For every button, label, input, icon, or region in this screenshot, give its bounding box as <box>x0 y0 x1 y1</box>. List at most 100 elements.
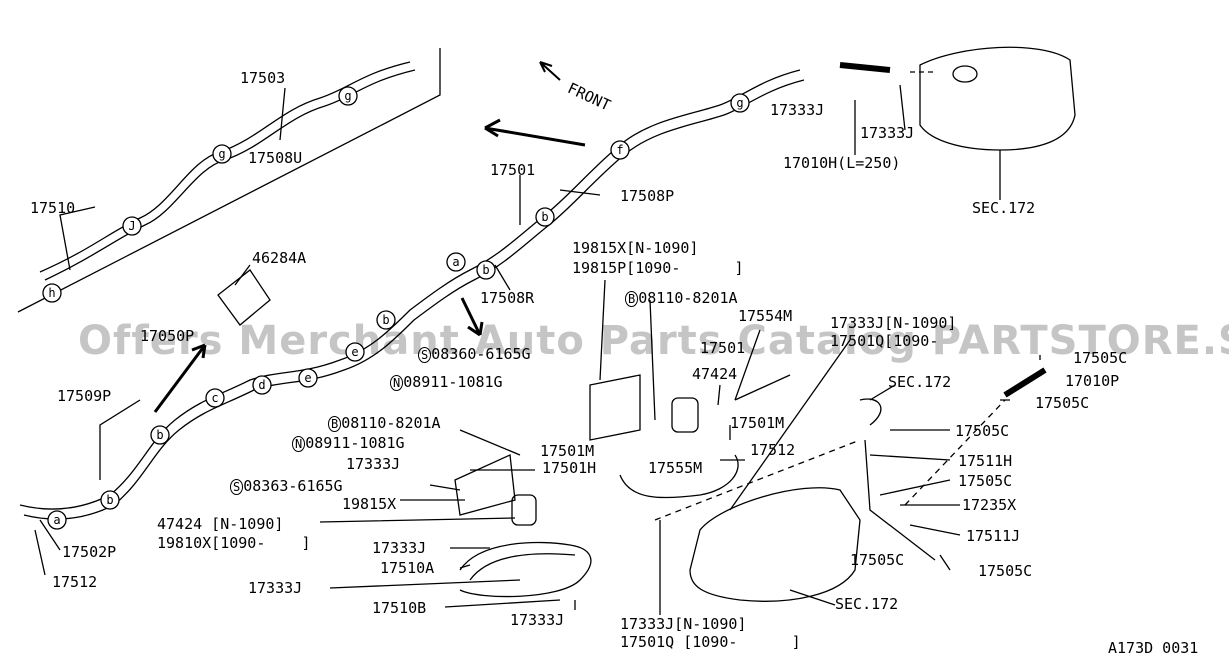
part-17333J-e: 17333J <box>248 579 303 597</box>
part-46284A: 46284A <box>252 249 307 267</box>
clip-letter-g3: g <box>736 96 743 110</box>
diagram-code: A173D 0031 <box>1108 639 1199 657</box>
tank-top <box>919 46 1076 151</box>
part-17512-right: 17512 <box>750 441 796 459</box>
sec172-mid: SEC.172 <box>888 373 952 391</box>
part-17501Q-top: 17501Q[1090- <box>830 332 939 350</box>
clip-circle-b2 <box>150 425 170 445</box>
inset-line-lower <box>44 69 416 281</box>
hose-17555M <box>619 454 739 499</box>
sec172-bottom: SEC.172 <box>835 595 899 613</box>
part-17511J: 17511J <box>966 527 1021 545</box>
clip-circle-f1 <box>610 140 630 160</box>
part-17333J-top: 17333J <box>770 101 825 119</box>
part-17505C-a: 17505C <box>1073 349 1128 367</box>
part-17333J-n1090: 17333J[N-1090] <box>830 314 957 332</box>
clip-letter-b4: b <box>482 263 489 277</box>
arrow-up-right <box>153 344 207 413</box>
part-17554M: 17554M <box>738 307 793 325</box>
part-17333J-d: 17333J <box>372 539 427 557</box>
part-17510A: 17510A <box>380 559 435 577</box>
clip-circle-b1 <box>100 490 120 510</box>
part-17510: 17510 <box>30 199 76 217</box>
part-17509P: 17509P <box>57 387 112 405</box>
part-17511H: 17511H <box>958 452 1013 470</box>
part-17505C-b: 17505C <box>1035 394 1090 412</box>
part-17555M: 17555M <box>648 459 703 477</box>
tank-cap <box>952 65 978 83</box>
part-17501: 17501 <box>490 161 536 179</box>
sec172-top: SEC.172 <box>972 199 1036 217</box>
part-47424: 47424 <box>692 365 738 383</box>
clip-circle-e2 <box>345 342 365 362</box>
arrow-down <box>460 297 482 336</box>
part-17505C-c: 17505C <box>955 422 1010 440</box>
part-17505C-d: 17505C <box>958 472 1013 490</box>
part-17501H: 17501H <box>542 459 597 477</box>
part-17505C-e: 17505C <box>850 551 905 569</box>
clip-letter-d1: d <box>258 378 265 392</box>
part-17235X: 17235X <box>962 496 1017 514</box>
clip-circle-g3 <box>730 93 750 113</box>
clip-circle-h1 <box>42 283 62 303</box>
clip-circle-g1 <box>212 144 232 164</box>
clip-letter-c1: c <box>211 391 218 405</box>
part-17502P: 17502P <box>62 543 117 561</box>
clip-circle-d1 <box>252 375 272 395</box>
clip-letter-g1: g <box>218 147 225 161</box>
canister-2 <box>511 494 537 526</box>
main-line-a <box>19 69 801 510</box>
arrow-head-3 <box>467 321 484 337</box>
clip-circle-j1 <box>122 216 142 236</box>
arrow-head-1 <box>484 118 501 138</box>
arrow-up-left <box>484 126 586 147</box>
part-17508R: 17508R <box>480 289 535 307</box>
part-17508P: 17508P <box>620 187 675 205</box>
part-17501Q: 17501Q [1090- ] <box>620 633 801 651</box>
clip-letter-a2: a <box>452 255 459 269</box>
clip-letter-a1: a <box>53 513 60 527</box>
part-17503: 17503 <box>240 69 286 87</box>
part-17501M-b: 17501M <box>540 442 595 460</box>
part-17501-mid: 17501 <box>700 339 746 357</box>
clip-circle-a2 <box>446 252 466 272</box>
clip-circle-b5 <box>535 207 555 227</box>
canister <box>671 397 699 433</box>
tank-bottom <box>689 487 861 602</box>
part-19815X: 19815X <box>342 495 397 513</box>
part-47424-n: 47424 [N-1090] <box>157 515 284 533</box>
part-17333J-mid: 17333J <box>860 124 915 142</box>
vent-line <box>864 439 936 561</box>
bracket-46284A <box>217 269 271 326</box>
arrow-front <box>539 61 561 81</box>
part-19815P: 19815P[1090- ] <box>572 259 744 277</box>
part-17501M-a: 17501M <box>730 414 785 432</box>
hose-17010P <box>1003 367 1047 398</box>
part-17010P: 17010P <box>1065 372 1120 390</box>
clip-letter-e2: e <box>351 345 358 359</box>
part-17333J-f: 17333J <box>510 611 565 629</box>
clip-letter-e1: e <box>304 371 311 385</box>
part-17510B: 17510B <box>372 599 427 617</box>
clip-letter-g2: g <box>344 89 351 103</box>
hose-17554M <box>734 374 791 401</box>
clip-letter-j1: J <box>128 219 135 233</box>
bracket-upper <box>589 374 641 441</box>
clip-circle-b3 <box>376 310 396 330</box>
inset-border <box>17 48 441 313</box>
hose-top <box>839 62 891 73</box>
part-19815X-n: 19815X[N-1090] <box>572 239 699 257</box>
arrow-head-2 <box>191 343 207 359</box>
clip-letter-f1: f <box>616 143 623 157</box>
clip-circle-b4 <box>476 260 496 280</box>
part-17508U: 17508U <box>248 149 303 167</box>
part-17512-left: 17512 <box>52 573 98 591</box>
part-19810X: 19810X[1090- ] <box>157 534 311 552</box>
part-17010H: 17010H(L=250) <box>783 154 901 172</box>
